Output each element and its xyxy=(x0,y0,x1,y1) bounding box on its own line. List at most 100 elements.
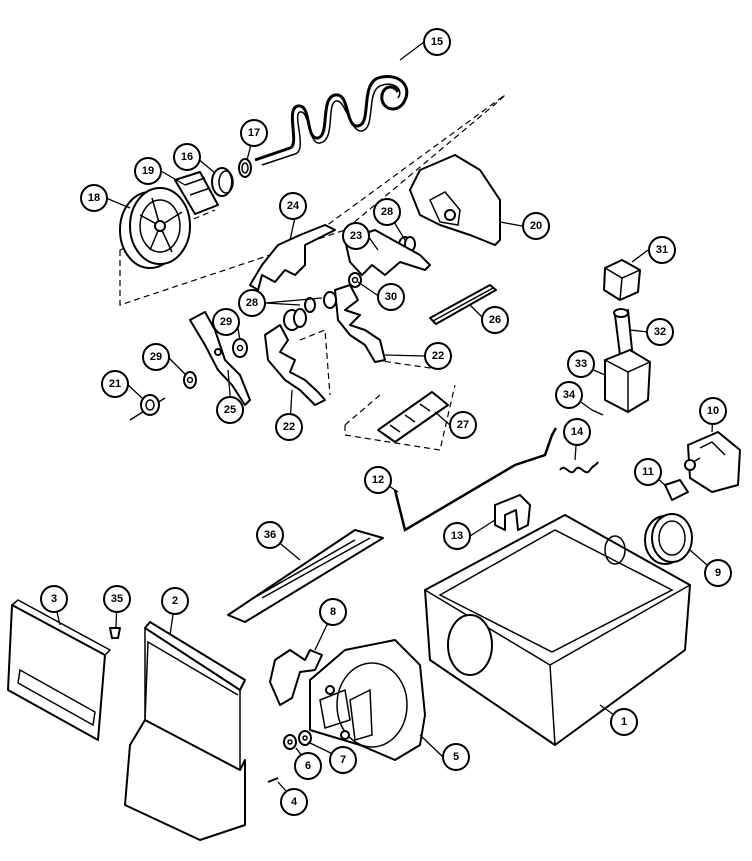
callout-31: 35 xyxy=(103,585,131,613)
svg-text:32: 32 xyxy=(654,326,666,338)
svg-text:2: 2 xyxy=(172,595,178,607)
back-plate-hub xyxy=(444,209,456,221)
callout-17: 17 xyxy=(240,119,268,147)
svg-text:14: 14 xyxy=(571,426,584,438)
callout-10: 10 xyxy=(699,397,727,425)
callout-11: 11 xyxy=(634,458,662,486)
callout-3: 3 xyxy=(40,585,68,613)
callout-1: 1 xyxy=(610,708,638,736)
callout-34: 33 xyxy=(567,350,595,378)
callout-5: 5 xyxy=(442,743,470,771)
callout-19: 19 xyxy=(134,157,162,185)
ice-bucket-housing xyxy=(424,514,691,746)
spring-14 xyxy=(559,461,599,474)
front-bin xyxy=(124,621,246,841)
callout-24: 24 xyxy=(279,192,307,220)
actuator-shaft-top xyxy=(613,308,629,318)
svg-text:23: 23 xyxy=(350,230,362,242)
callout-8: 8 xyxy=(319,598,347,626)
svg-text:4: 4 xyxy=(291,796,298,808)
svg-text:26: 26 xyxy=(489,314,501,326)
washer xyxy=(238,158,252,178)
callout-29-lower: 29 xyxy=(142,343,170,371)
svg-text:22: 22 xyxy=(432,350,444,362)
mounting-bracket xyxy=(249,224,336,291)
svg-text:33: 33 xyxy=(575,358,587,370)
heater-coil-inner xyxy=(261,83,401,166)
seal-ring xyxy=(644,513,693,565)
callout-16: 16 xyxy=(173,143,201,171)
callout-21: 21 xyxy=(101,370,129,398)
link-arm-right xyxy=(334,284,386,363)
callout-36: 36 xyxy=(256,521,284,549)
callout-27: 26 xyxy=(481,306,509,334)
svg-text:15: 15 xyxy=(431,36,443,48)
svg-text:29: 29 xyxy=(150,351,162,363)
nut-6 xyxy=(283,734,297,750)
svg-text:21: 21 xyxy=(109,378,121,390)
svg-text:10: 10 xyxy=(707,405,719,417)
svg-text:9: 9 xyxy=(715,567,721,579)
assembly-outline-lower xyxy=(299,329,456,451)
back-plate-window xyxy=(429,191,461,226)
svg-text:34: 34 xyxy=(563,389,576,401)
svg-text:3: 3 xyxy=(51,593,57,605)
mounting-clip-8 xyxy=(269,649,323,706)
cam-block-detail xyxy=(389,403,431,433)
washer-29-upper xyxy=(232,338,248,358)
callout-2: 2 xyxy=(161,587,189,615)
svg-text:28: 28 xyxy=(381,206,393,218)
svg-text:27: 27 xyxy=(457,419,469,431)
back-plate xyxy=(409,154,501,246)
screw-31 xyxy=(109,627,121,639)
lever-bracket xyxy=(189,311,251,406)
link-arm-left xyxy=(264,324,326,406)
actuator-rod-12 xyxy=(393,427,558,532)
nut-30 xyxy=(348,272,362,288)
nut-21 xyxy=(129,394,166,421)
bushing-lower xyxy=(283,291,337,331)
svg-text:19: 19 xyxy=(142,165,154,177)
svg-text:17: 17 xyxy=(248,127,260,139)
cover-panel xyxy=(7,599,112,741)
callout-23: 23 xyxy=(342,222,370,250)
svg-text:6: 6 xyxy=(305,760,311,772)
svg-text:29: 29 xyxy=(220,316,232,328)
callout-9: 9 xyxy=(704,559,732,587)
svg-text:12: 12 xyxy=(372,474,384,486)
callout-33: 32 xyxy=(646,318,674,346)
svg-text:31: 31 xyxy=(656,244,668,256)
callout-28-lower: 28 xyxy=(238,289,266,317)
lever-pin xyxy=(214,348,222,356)
svg-text:7: 7 xyxy=(340,754,346,766)
washer-7 xyxy=(298,730,312,746)
motor-switch xyxy=(687,431,741,493)
callout-22-right: 22 xyxy=(424,342,452,370)
motor-switch-hub xyxy=(684,459,696,471)
svg-text:20: 20 xyxy=(530,220,542,232)
svg-text:35: 35 xyxy=(111,593,123,605)
svg-text:13: 13 xyxy=(451,530,463,542)
svg-text:30: 30 xyxy=(385,291,397,303)
screw-35 xyxy=(591,409,604,416)
callout-6: 6 xyxy=(294,752,322,780)
svg-text:18: 18 xyxy=(88,192,100,204)
svg-text:1: 1 xyxy=(621,716,627,728)
callout-4: 4 xyxy=(280,788,308,816)
auger-motor xyxy=(309,639,426,761)
callout-28-upper: 28 xyxy=(373,198,401,226)
guide-rod-line xyxy=(432,287,494,322)
callout-20: 20 xyxy=(522,212,550,240)
callout-15: 15 xyxy=(423,28,451,56)
svg-text:24: 24 xyxy=(287,200,300,212)
callout-12: 12 xyxy=(364,466,392,494)
washer-29-lower xyxy=(183,371,197,389)
callout-26: 27 xyxy=(449,411,477,439)
svg-text:8: 8 xyxy=(330,606,336,618)
actuator-cap-top xyxy=(604,267,641,301)
switch-body-face xyxy=(604,359,651,412)
svg-text:11: 11 xyxy=(642,466,654,478)
deflector-shelf-detail xyxy=(249,537,371,601)
callout-18: 18 xyxy=(80,184,108,212)
